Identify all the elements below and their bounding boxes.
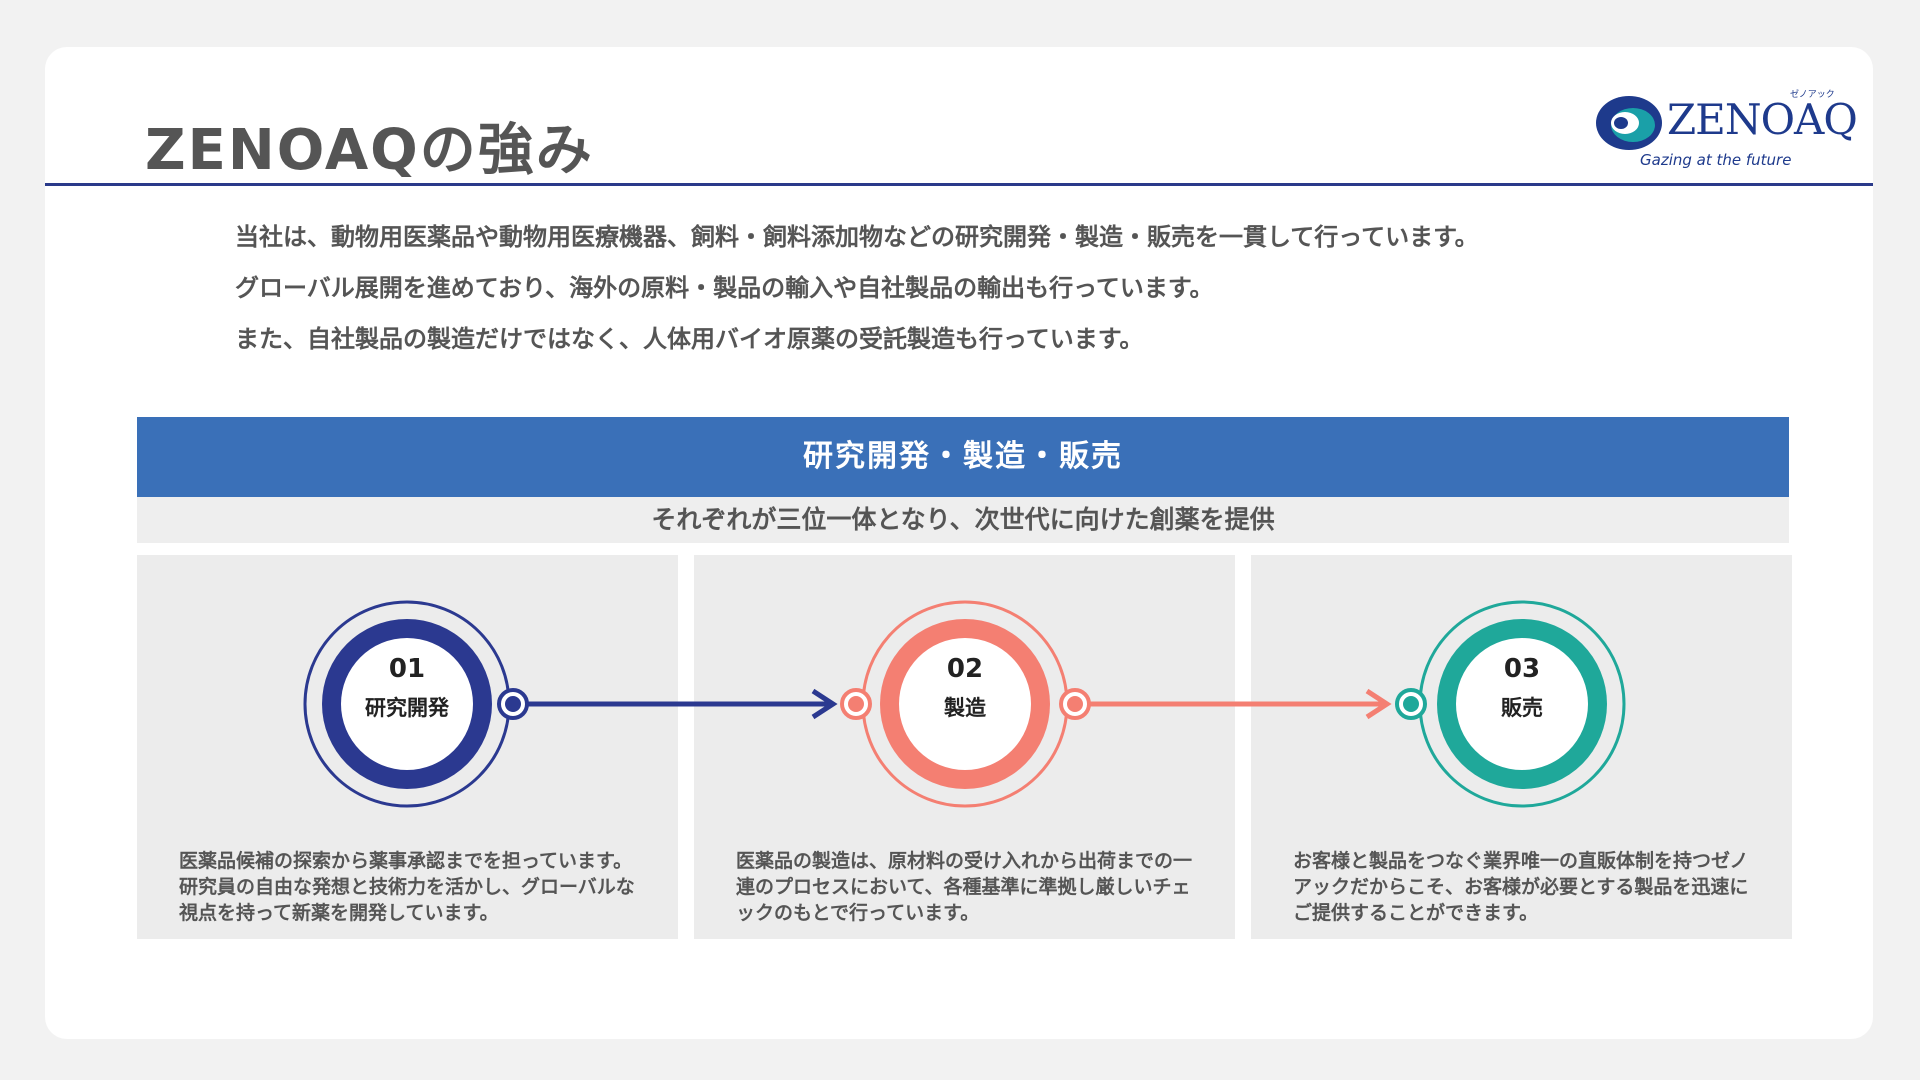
section-heading: 研究開発・製造・販売 [137, 417, 1789, 497]
logo-kana: ゼノアック [1790, 90, 1835, 100]
step-card-sales: お客様と製品をつなぐ業界唯一の直販体制を持つゼノアックだからこそ、お客様が必要と… [1251, 555, 1792, 939]
intro-line-2: グローバル展開を進めており、海外の原料・製品の輸入や自社製品の輸出も行っています… [235, 274, 1214, 302]
page-title: ZENOAQの強み [145, 118, 594, 183]
logo-eye-icon [1596, 96, 1662, 150]
step-card-research: 医薬品候補の探索から薬事承認までを担っています。研究員の自由な発想と技術力を活か… [137, 555, 678, 939]
step-3-label: 03 販売 [1447, 653, 1597, 723]
step-card-manufacturing: 医薬品の製造は、原材料の受け入れから出荷までの一連のプロセスにおいて、各種基準に… [694, 555, 1235, 939]
step-description: お客様と製品をつなぐ業界唯一の直販体制を持つゼノアックだからこそ、お客様が必要と… [1293, 850, 1749, 924]
intro-line-1: 当社は、動物用医薬品や動物用医療機器、飼料・飼料添加物などの研究開発・製造・販売… [235, 223, 1479, 251]
step-2-label: 02 製造 [890, 653, 1040, 723]
step-description: 医薬品候補の探索から薬事承認までを担っています。研究員の自由な発想と技術力を活か… [179, 850, 635, 924]
intro-line-3: また、自社製品の製造だけではなく、人体用バイオ原薬の受託製造も行っています。 [235, 325, 1144, 353]
step-label: 製造 [944, 696, 986, 720]
section-subheading: それぞれが三位一体となり、次世代に向けた創薬を提供 [137, 497, 1789, 543]
step-1-label: 01 研究開発 [332, 653, 482, 723]
logo-brand: ZENOAQ [1667, 95, 1858, 144]
step-label: 研究開発 [365, 696, 449, 720]
step-number: 02 [946, 654, 984, 684]
logo-tagline: Gazing at the future [1640, 151, 1792, 169]
slide: ZENOAQの強み ZENOAQ ゼノアック Gazing at the fut… [45, 47, 1873, 1039]
step-label: 販売 [1501, 696, 1543, 720]
company-logo: ZENOAQ ゼノアック Gazing at the future [1595, 89, 1858, 179]
title-divider [45, 183, 1873, 186]
step-number: 03 [1503, 654, 1541, 684]
intro-text: 当社は、動物用医薬品や動物用医療機器、飼料・飼料添加物などの研究開発・製造・販売… [235, 212, 1479, 365]
step-description: 医薬品の製造は、原材料の受け入れから出荷までの一連のプロセスにおいて、各種基準に… [736, 850, 1193, 924]
step-number: 01 [388, 654, 426, 684]
